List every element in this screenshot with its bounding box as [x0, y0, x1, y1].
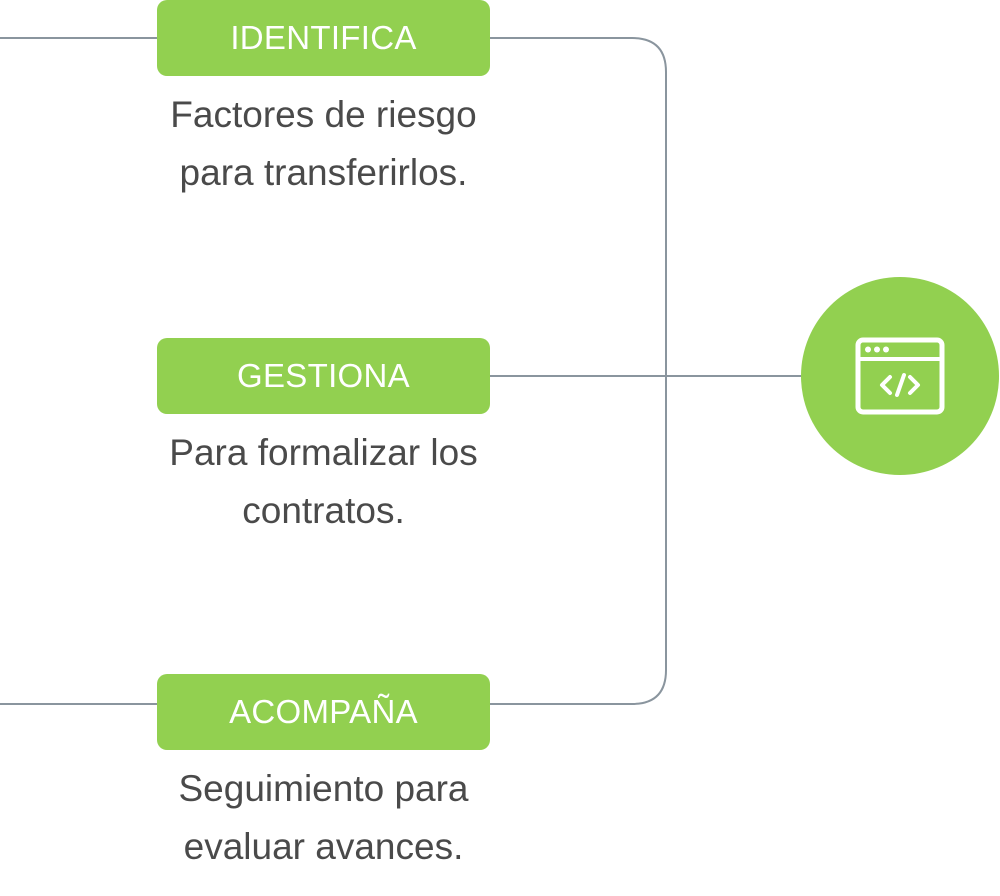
description-line: Para formalizar los — [169, 432, 478, 473]
description-line: Seguimiento para — [178, 768, 469, 809]
description-line: para transferirlos. — [179, 152, 468, 193]
stage-identifica: IDENTIFICA Factores de riesgo para trans… — [157, 0, 490, 202]
browser-code-icon — [855, 337, 945, 415]
hub-circle — [801, 277, 999, 475]
stage-label-identifica: IDENTIFICA — [157, 0, 490, 76]
stage-description-gestiona: Para formalizar los contratos. — [157, 424, 490, 540]
connector-bottom-branch — [490, 376, 667, 705]
stage-label-acompana: ACOMPAÑA — [157, 674, 490, 750]
description-line: contratos. — [242, 490, 405, 531]
stage-gestiona: GESTIONA Para formalizar los contratos. — [157, 338, 490, 540]
stage-description-identifica: Factores de riesgo para transferirlos. — [157, 86, 490, 202]
stage-label-gestiona: GESTIONA — [157, 338, 490, 414]
description-line: Factores de riesgo — [170, 94, 477, 135]
stage-acompana: ACOMPAÑA Seguimiento para evaluar avance… — [157, 674, 490, 876]
description-line: evaluar avances. — [183, 826, 464, 867]
stage-description-acompana: Seguimiento para evaluar avances. — [157, 760, 490, 876]
connector-top-branch — [490, 37, 667, 376]
